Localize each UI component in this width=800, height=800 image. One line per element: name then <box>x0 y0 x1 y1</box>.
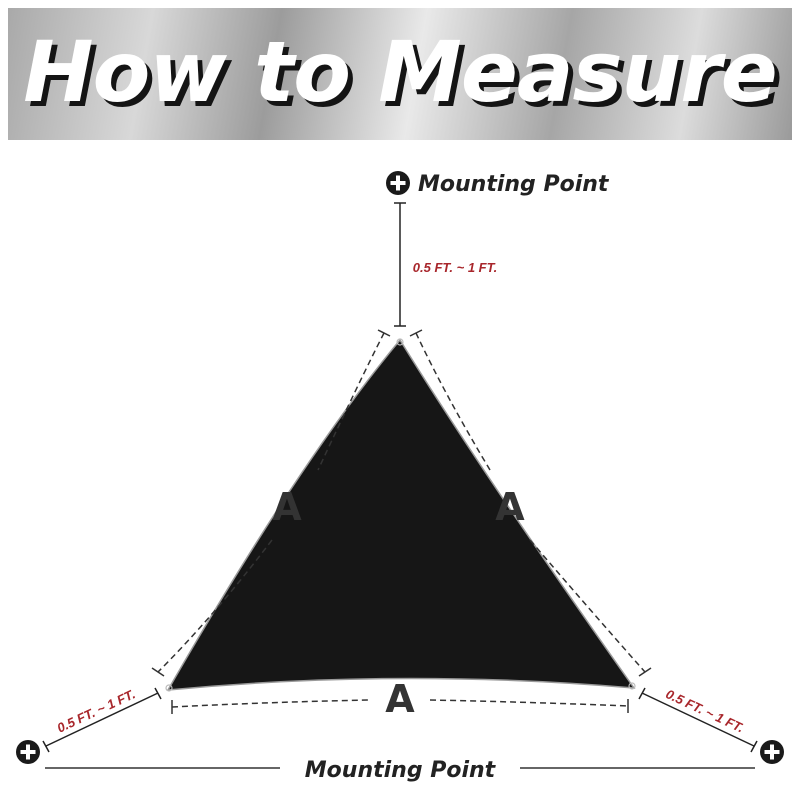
corner-ring-left <box>165 684 173 692</box>
top-gap-label: 0.5 FT. ~ 1 FT. <box>413 260 497 275</box>
left-gap-measure <box>42 687 162 753</box>
right-gap-measure <box>638 687 758 753</box>
right-gap-label: 0.5 FT. ~ 1 FT. <box>663 686 746 735</box>
right-side-dimension <box>409 329 652 677</box>
plus-circle-icon <box>16 740 40 764</box>
side-label-left: A <box>272 485 302 529</box>
title-banner: How to Measure How to Measure <box>8 8 792 140</box>
plus-circle-icon <box>386 171 410 195</box>
corner-ring-top <box>396 338 404 346</box>
left-gap-label: 0.5 FT. ~ 1 FT. <box>55 686 138 735</box>
title-shadow: How to Measure <box>28 28 782 126</box>
side-label-bottom: A <box>385 677 415 721</box>
mounting-point-label: Mounting Point <box>418 172 610 197</box>
plus-circle-icon <box>760 740 784 764</box>
mounting-point-label-bottom: Mounting Point <box>305 758 497 783</box>
shade-sail-triangle <box>166 338 636 691</box>
page-title: How to Measure <box>23 23 777 121</box>
left-side-dimension <box>151 329 391 677</box>
mounting-point-top: Mounting Point <box>386 171 610 197</box>
top-gap-measure <box>394 202 406 327</box>
side-label-right: A <box>495 485 525 529</box>
bottom-side-dimension <box>171 699 629 714</box>
corner-ring-right <box>628 682 636 690</box>
